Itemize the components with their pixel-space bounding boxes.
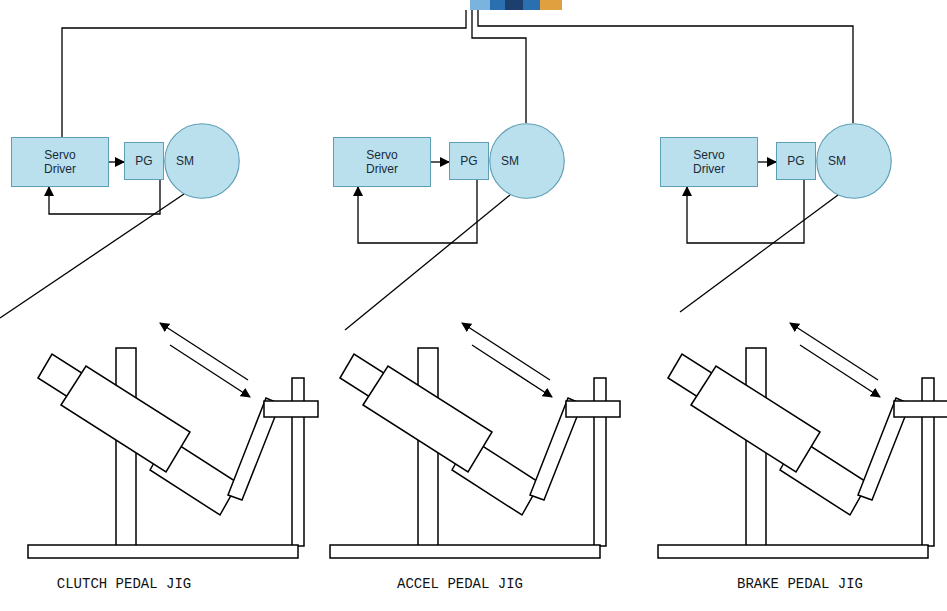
pedal-jig: [28, 323, 318, 558]
node-text: Servo Driver: [661, 148, 757, 177]
motor-circle: SM: [164, 123, 240, 199]
driver-box: Servo Driver: [11, 137, 109, 187]
controller-image: [470, 0, 562, 10]
node-text: PG: [460, 154, 477, 168]
encoder-box: PG: [776, 142, 816, 180]
pedal-jig: [330, 323, 620, 558]
signal-connector: [758, 161, 776, 162]
motor-circle: SM: [489, 123, 565, 199]
signal-connector: [109, 161, 124, 162]
node-text: SM: [501, 154, 519, 168]
signal-connector: [687, 180, 804, 243]
circle-outline: [489, 123, 565, 199]
motor-circle: SM: [816, 123, 892, 199]
node-text: Servo Driver: [334, 148, 430, 177]
jig-label: ACCEL PEDAL JIG: [397, 576, 523, 592]
pedal-jig: [658, 323, 947, 558]
signal-wire: [62, 10, 853, 137]
driver-box: Servo Driver: [660, 137, 758, 187]
encoder-box: PG: [449, 142, 489, 180]
node-text: SM: [828, 154, 846, 168]
jig-label: BRAKE PEDAL JIG: [737, 576, 863, 592]
circle-outline: [816, 123, 892, 199]
node-text: Servo Driver: [12, 148, 108, 177]
signal-connector: [358, 180, 477, 243]
node-text: PG: [135, 154, 152, 168]
node-text: SM: [176, 154, 194, 168]
driver-box: Servo Driver: [333, 137, 431, 187]
jig-label: CLUTCH PEDAL JIG: [57, 576, 191, 592]
signal-connector: [431, 161, 449, 162]
node-text: PG: [787, 154, 804, 168]
encoder-box: PG: [124, 142, 164, 180]
circle-outline: [164, 123, 240, 199]
